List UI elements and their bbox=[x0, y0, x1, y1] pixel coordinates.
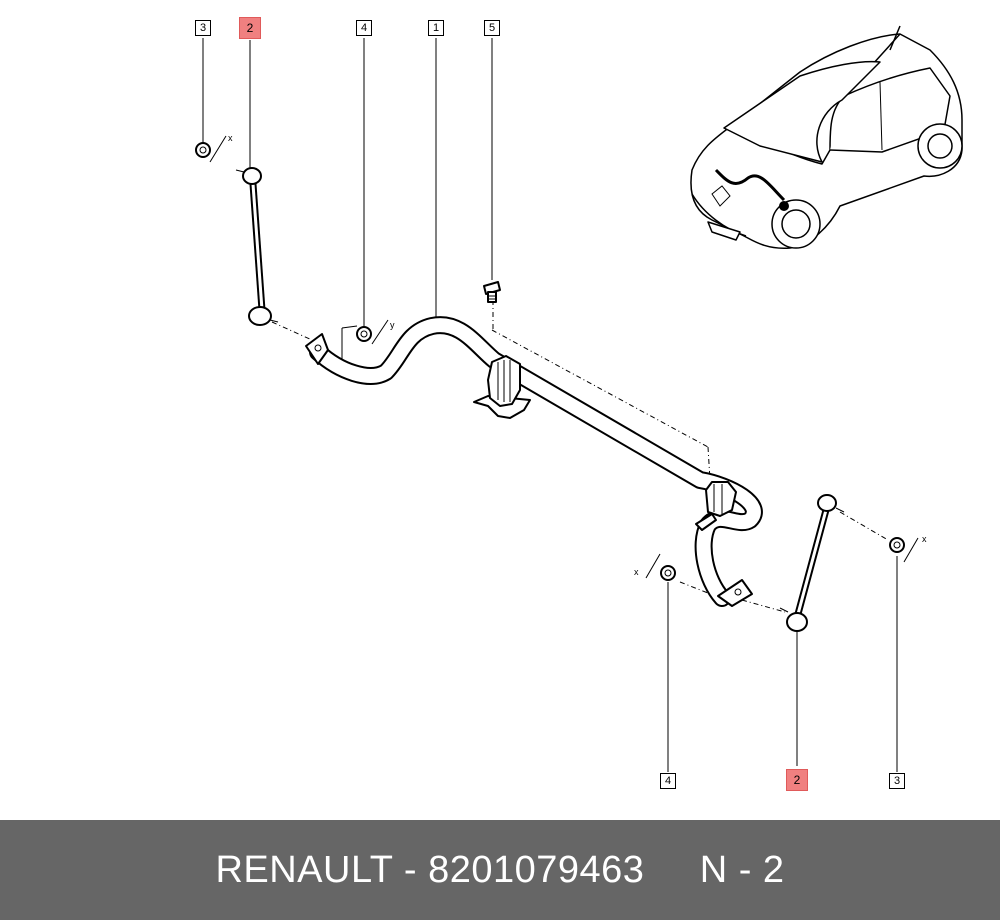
stabilizer-bushing-bracket bbox=[473, 355, 737, 531]
callout-part-2-bottom: 2 bbox=[786, 769, 808, 791]
axis-x-label-3: x bbox=[922, 534, 927, 544]
callout-part-4-bottom: 4 bbox=[660, 773, 676, 789]
axis-marks: x y x x bbox=[209, 133, 927, 579]
footer-bar: RENAULT - 8201079463 N - 2 bbox=[0, 820, 1000, 920]
callout-part-2-top: 2 bbox=[239, 17, 261, 39]
link-rod-left bbox=[235, 167, 279, 326]
callout-part-5-top: 5 bbox=[484, 20, 500, 36]
leader-lines bbox=[202, 38, 898, 772]
axis-x-label-2: x bbox=[634, 567, 639, 577]
callout-part-1-top: 1 bbox=[428, 20, 444, 36]
axis-x-label-1: x bbox=[228, 133, 233, 143]
nut-left-4 bbox=[356, 326, 372, 342]
callout-part-4-top: 4 bbox=[356, 20, 372, 36]
bolt bbox=[483, 281, 501, 303]
assembly-guide-lines bbox=[271, 300, 889, 613]
part-number-caption: RENAULT - 8201079463 N - 2 bbox=[215, 848, 785, 891]
stabilizer-bar bbox=[305, 316, 763, 607]
callout-part-3-top: 3 bbox=[195, 20, 211, 36]
stabilizer-bar-exploded-diagram: x y x x bbox=[195, 25, 963, 772]
callout-part-3-bottom: 3 bbox=[889, 773, 905, 789]
nut-right-3 bbox=[889, 537, 905, 553]
nut-left-3 bbox=[195, 142, 211, 158]
axis-y-label-1: y bbox=[390, 320, 395, 330]
vehicle-location-thumbnail bbox=[690, 25, 963, 249]
nut-right-4 bbox=[660, 565, 676, 581]
link-rod-right bbox=[779, 494, 845, 632]
